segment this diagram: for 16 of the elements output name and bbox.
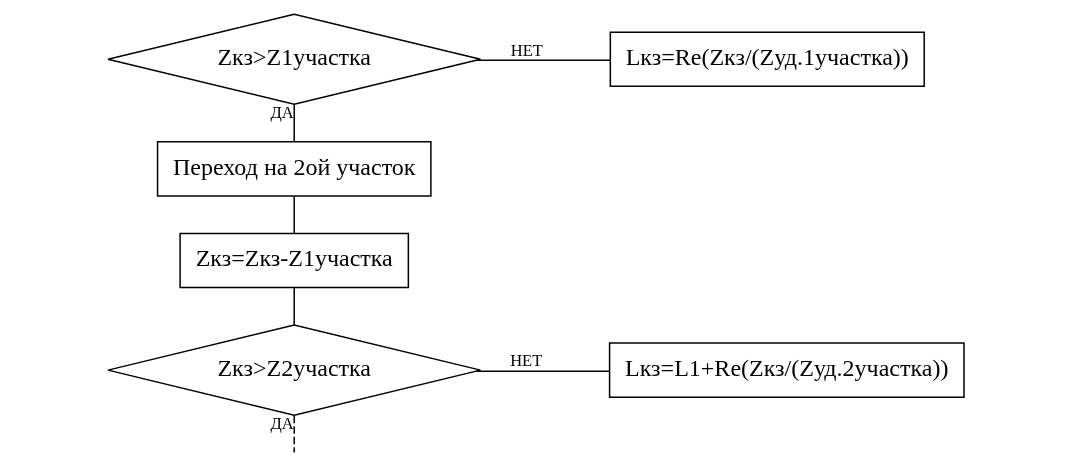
node-box: Zкз=Zкз-Z1участка: [179, 232, 410, 289]
edge-label: НЕТ: [510, 351, 543, 371]
node-diamond: Zкз>Z2участка: [107, 324, 482, 416]
connector: [293, 286, 295, 326]
node-diamond: Zкз>Z1участка: [107, 13, 482, 106]
edge-label: ДА: [270, 103, 294, 123]
node-box: Lкз=L1+Re(Zкз/(Zуд.2участка)): [608, 342, 965, 398]
edge-label: ДА: [270, 414, 294, 434]
connector: [293, 414, 295, 454]
connector: [293, 195, 295, 234]
edge-label: НЕТ: [510, 40, 543, 60]
connector: [475, 59, 611, 62]
node-box: Переход на 2ой участок: [156, 141, 432, 197]
connector: [475, 370, 610, 372]
connector: [293, 103, 295, 143]
node-box: Lкз=Re(Zкз/(Zуд.1участка)): [609, 31, 925, 88]
